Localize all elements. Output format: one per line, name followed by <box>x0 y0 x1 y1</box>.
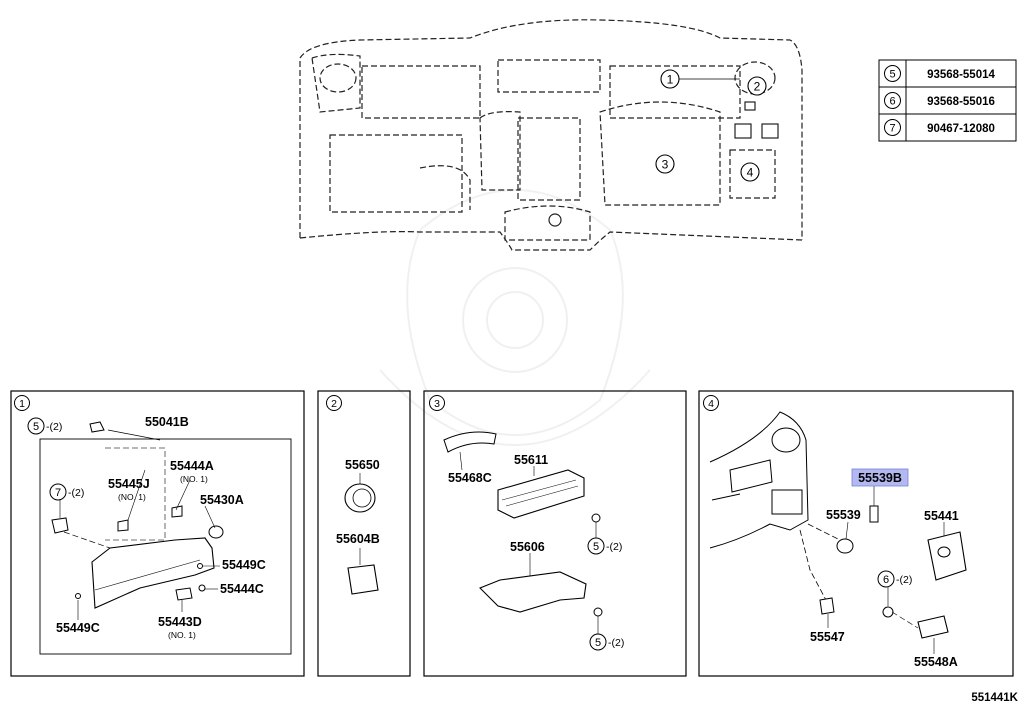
overview-callout-4: 4 <box>740 162 760 182</box>
label-55041B: 55041B <box>145 415 189 429</box>
dashboard-overview <box>299 19 803 251</box>
svg-text:6: 6 <box>883 574 889 586</box>
panel-4: 4 55539B 55539 55441 55547 55548A <box>698 390 1014 677</box>
callout-7-panel1: 7 -(2) <box>49 483 84 501</box>
legend-row-5: 5 93568-55014 <box>884 65 995 82</box>
svg-text:3: 3 <box>662 158 669 172</box>
label-55606: 55606 <box>510 540 545 554</box>
panel-2: 2 55650 55604B <box>317 390 411 677</box>
watermark <box>379 189 651 446</box>
legend-row-6: 6 93568-55016 <box>884 92 995 109</box>
panel-1-labels: 5 -(2) 55041B 55445J (NO. 1) 55444A (NO.… <box>27 415 266 640</box>
svg-text:3: 3 <box>434 398 440 410</box>
dash-section <box>709 411 809 549</box>
svg-text:93568-55014: 93568-55014 <box>927 69 995 81</box>
knee-airbag-cover <box>497 469 585 519</box>
label-55443D: 55443D <box>158 615 202 629</box>
label-55445J: 55445J <box>108 477 150 491</box>
svg-text:4: 4 <box>747 166 754 180</box>
legend-row-7: 7 90467-12080 <box>884 119 995 136</box>
label-55604B: 55604B <box>336 532 380 546</box>
label-55449C-right: 55449C <box>222 558 266 572</box>
note-55444A: (NO. 1) <box>180 474 208 484</box>
callout-5-panel3-upper: 5 -(2) <box>587 537 622 555</box>
svg-text:2: 2 <box>331 398 337 410</box>
panel-1: 1 <box>10 390 305 677</box>
note-55443D: (NO. 1) <box>168 630 196 640</box>
svg-text:1: 1 <box>19 398 25 410</box>
bracket <box>479 571 587 613</box>
label-55539B: 55539B <box>858 471 902 485</box>
svg-text:4: 4 <box>708 398 714 410</box>
label-55441: 55441 <box>924 509 959 523</box>
overview-callout-3: 3 <box>655 154 675 174</box>
svg-text:-(2): -(2) <box>46 421 62 433</box>
svg-text:2: 2 <box>754 80 761 94</box>
label-55650: 55650 <box>345 458 380 472</box>
label-55548A: 55548A <box>914 655 958 669</box>
label-55547: 55547 <box>810 630 845 644</box>
label-55430A: 55430A <box>200 493 244 507</box>
label-55449C-left: 55449C <box>56 621 100 635</box>
svg-text:-(2): -(2) <box>68 487 84 499</box>
svg-text:1: 1 <box>667 73 674 87</box>
label-55444C: 55444C <box>220 582 264 596</box>
highlight-55539B <box>851 468 909 487</box>
callout-6-panel4: 6 -(2) <box>877 570 912 588</box>
figure-code: 551441K <box>971 692 1018 704</box>
curved-trim <box>443 431 497 453</box>
vent-knob <box>344 483 376 513</box>
label-55444A: 55444A <box>170 459 214 473</box>
callout-5-panel1: 5 -(2) <box>27 417 62 435</box>
svg-text:5: 5 <box>889 69 895 81</box>
label-55539: 55539 <box>826 508 861 522</box>
svg-text:-(2): -(2) <box>606 541 622 553</box>
panel-3: 3 55468C 55611 55606 5 -(2) 5 -(2) <box>423 390 687 677</box>
lower-panel-part <box>91 537 215 609</box>
svg-text:5: 5 <box>33 421 39 433</box>
legend-table <box>878 59 1017 142</box>
svg-text:7: 7 <box>55 487 61 499</box>
svg-text:5: 5 <box>593 541 599 553</box>
callout-5-panel3-lower: 5 -(2) <box>589 633 624 651</box>
svg-text:-(2): -(2) <box>896 574 912 586</box>
note-55445J: (NO. 1) <box>118 492 146 502</box>
svg-text:6: 6 <box>889 96 895 108</box>
svg-text:90467-12080: 90467-12080 <box>927 123 995 135</box>
svg-text:7: 7 <box>889 123 895 135</box>
svg-text:93568-55016: 93568-55016 <box>927 96 995 108</box>
label-55468C: 55468C <box>448 471 492 485</box>
svg-text:5: 5 <box>595 637 601 649</box>
label-55611: 55611 <box>514 453 548 467</box>
svg-text:-(2): -(2) <box>608 637 624 649</box>
overview-callout-1: 1 <box>660 69 740 89</box>
overview-callout-2: 2 <box>747 76 767 96</box>
clip-part <box>347 564 379 595</box>
